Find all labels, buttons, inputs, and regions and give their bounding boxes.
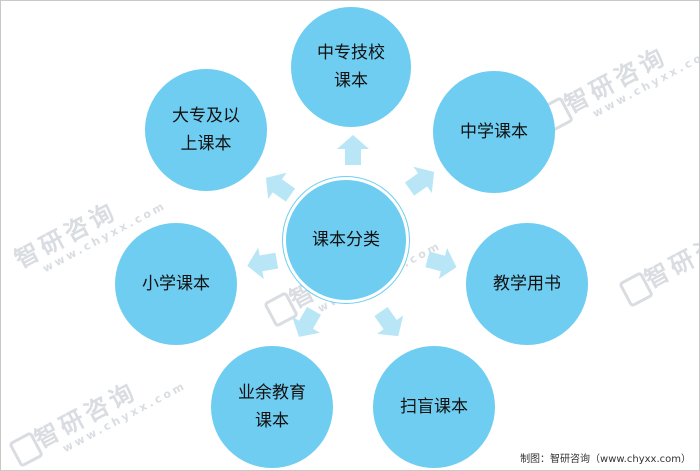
node-label: 大专及以 上课本 — [172, 106, 240, 154]
arrow-5 — [292, 306, 321, 337]
arrow-shape — [374, 306, 404, 337]
arrow-shape — [425, 248, 457, 279]
arrow-shape — [292, 306, 321, 337]
node-label: 中专技校 课本 — [317, 43, 385, 91]
node-vocational-textbooks: 中专技校 课本 — [291, 7, 411, 127]
node-label: 小学课本 — [142, 274, 210, 294]
node-label: 业余教育 课本 — [238, 383, 306, 431]
arrow-shape — [404, 166, 435, 196]
arrow-shape — [265, 172, 296, 202]
node-label: 扫盲课本 — [400, 397, 468, 417]
arrow-3 — [425, 248, 457, 279]
node-teaching-books: 教学用书 — [466, 223, 588, 345]
arrow-7 — [265, 172, 296, 202]
node-literacy-textbooks: 扫盲课本 — [373, 346, 495, 468]
node-college-textbooks: 大专及以 上课本 — [145, 69, 267, 191]
arrow-2 — [404, 166, 435, 196]
arrow-6 — [247, 247, 279, 280]
center-label: 课本分类 — [312, 230, 380, 250]
node-textbook-classification: 课本分类 — [283, 177, 409, 303]
node-primary-school-textbooks: 小学课本 — [115, 223, 237, 345]
source-credit: 制图：智研咨询（www.chyxx.com） — [520, 450, 691, 465]
arrow-shape — [247, 247, 279, 280]
node-middle-school-textbooks: 中学课本 — [433, 71, 555, 193]
arrow-shape — [337, 135, 369, 165]
node-label: 中学课本 — [460, 122, 528, 142]
node-spare-time-education-textbooks: 业余教育 课本 — [211, 346, 333, 468]
arrow-4 — [374, 306, 404, 337]
arrow-1 — [337, 135, 369, 165]
node-label: 教学用书 — [493, 274, 561, 294]
